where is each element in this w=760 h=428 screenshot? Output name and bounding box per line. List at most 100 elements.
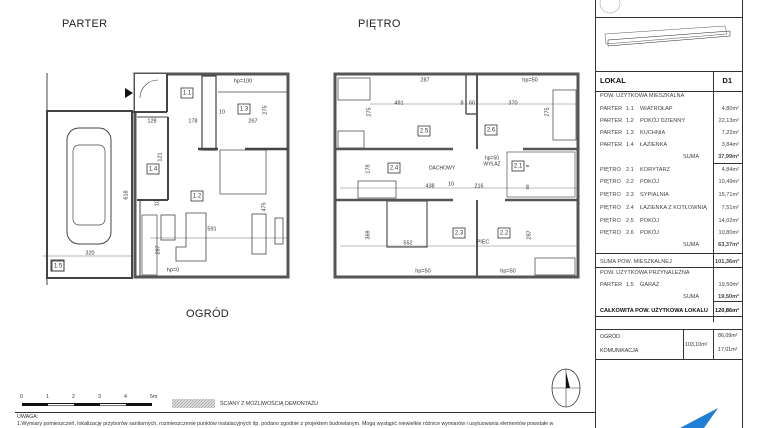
cell-c3: ŁAZIENKA Z KOTŁOWNIĄ [640, 205, 707, 211]
pietro-label: 287 [420, 77, 429, 83]
cell-c1: PARTER [600, 282, 623, 288]
cell-c2: 2.2 [626, 179, 634, 185]
pietro-label: 275 [544, 107, 550, 116]
pietro-label: 216 [474, 183, 483, 189]
room-number-box [387, 162, 401, 174]
parter-label: hp=100 [234, 78, 253, 84]
pietro-label: 275 [366, 107, 372, 116]
key-plan [604, 25, 731, 47]
ogrod-label: OGRÓD [600, 334, 621, 340]
cell-c2: 1.1 [626, 106, 634, 112]
parter-label: 287 [155, 245, 161, 254]
cell-val: 4,80m² [721, 106, 739, 112]
cell-c3: SUMA [683, 294, 700, 300]
pietro-label: 2.1 [514, 164, 523, 170]
cell-c2: 2.6 [626, 230, 634, 236]
cell-c2: 1.2 [626, 118, 634, 124]
cell-c2: 2.4 [626, 205, 634, 211]
cell-c3: KUCHNIA [640, 130, 666, 136]
pietro-label: 60 [469, 100, 475, 106]
cell-c1: PIĘTRO [600, 192, 621, 198]
pietro-plan [333, 72, 580, 279]
pietro-label: 552 [403, 240, 412, 246]
parter-label: 128 [147, 118, 156, 124]
cell-c3: POKÓJ [640, 218, 659, 224]
cell-c3: POKÓJ [640, 230, 659, 236]
cell-c1: PIĘTRO [600, 218, 621, 224]
pietro-label: 370 [508, 100, 517, 106]
cell-c1: PARTER [600, 118, 623, 124]
header-label: LOKAL [600, 76, 626, 85]
cell-val: 120,86m² [715, 308, 739, 314]
cell-c2: 2.1 [626, 167, 634, 173]
pietro-title: PIĘTRO [358, 18, 401, 30]
room-number-box [237, 103, 251, 115]
cell-c1: PARTER [600, 130, 623, 136]
pietro-label: PIEC [477, 239, 490, 245]
ogrod-value: 86,09m² [718, 333, 738, 339]
pietro-label: hp=50 [485, 155, 499, 161]
pietro-label: DACHOWY [429, 165, 456, 171]
parter-label: 1.2 [193, 194, 202, 200]
cell-val: 101,36m² [715, 259, 739, 265]
cell-c3: SYPIALNIA [640, 192, 669, 198]
cell-val: 4,84m² [721, 167, 739, 173]
scale-tick-label: 2 [72, 394, 75, 400]
parter-label: 475 [261, 202, 267, 211]
pietro-label: 8 [525, 164, 530, 167]
cell-c3: SUMA [683, 242, 700, 248]
pietro-label: hp=50 [415, 268, 430, 274]
cell-c1: POW. UŻYTKOWA PRZYNALEŻNA [600, 270, 690, 276]
parter-label: 275 [262, 105, 268, 114]
cell-val: 14,02m² [718, 218, 739, 224]
cell-c1: PIĘTRO [600, 167, 621, 173]
ogrod-title: OGRÓD [186, 308, 230, 320]
pietro-label: 50 [525, 184, 530, 190]
cell-val: 10,80m² [718, 230, 739, 236]
cell-val: 10,49m² [718, 179, 739, 185]
cell-c3: GARAŻ [640, 282, 660, 288]
scale-bar [22, 403, 152, 406]
cell-c3: POKÓJ [640, 179, 659, 185]
cell-c3: WIATROŁAP [640, 106, 673, 112]
komunikacja-label: KOMUNIKACJA [600, 348, 639, 354]
room-number-box [190, 190, 204, 202]
scale-tick-label: 1 [46, 394, 49, 400]
pietro-label: 10 [448, 181, 454, 187]
cell-c3: KORYTARZ [640, 167, 670, 173]
cell-val: 19,50m² [718, 294, 739, 300]
cell-c1: PIĘTRO [600, 205, 621, 211]
demolishable-walls-swatch [172, 399, 215, 408]
room-number-box [180, 87, 194, 99]
cell-val: 7,22m² [721, 130, 739, 136]
pietro-label: 2.5 [420, 129, 429, 135]
parter-label: 320 [85, 250, 94, 256]
pietro-label: hp=50 [522, 77, 537, 83]
cell-c2: 1.3 [626, 130, 634, 136]
cell-val: 63,37m² [718, 242, 739, 248]
logo-icon [680, 408, 718, 428]
notes-text: 1.Wymiary pomieszczeń, lokalizację przyb… [17, 421, 554, 427]
room-number-box [497, 227, 511, 239]
pietro-label: 491 [394, 100, 403, 106]
pietro-label: WYŁAZ [483, 161, 500, 167]
cell-c3: POKÓJ DZIENNY [640, 118, 686, 124]
scale-tick-label: 3 [98, 394, 101, 400]
pietro-label: 178 [365, 164, 371, 173]
cell-val: 15,71m² [718, 192, 739, 198]
north-arrow-icon [551, 368, 581, 408]
cell-c3: SUMA [683, 154, 700, 160]
parter-label: 10 [154, 200, 160, 206]
cell-c2: 1.5 [626, 282, 634, 288]
notes-heading: UWAGA: [17, 414, 39, 420]
outdoor-total: 103,10m² [685, 342, 708, 348]
pietro-label: 2.3 [455, 231, 464, 237]
parter-label: 591 [207, 226, 216, 232]
pietro-label: 438 [425, 183, 434, 189]
cell-c1: PARTER [600, 106, 623, 112]
parter-label: 1.1 [183, 91, 192, 97]
cell-c1: PARTER [600, 142, 623, 148]
pietro-label: 2.4 [390, 166, 399, 172]
room-number-box [452, 227, 466, 239]
